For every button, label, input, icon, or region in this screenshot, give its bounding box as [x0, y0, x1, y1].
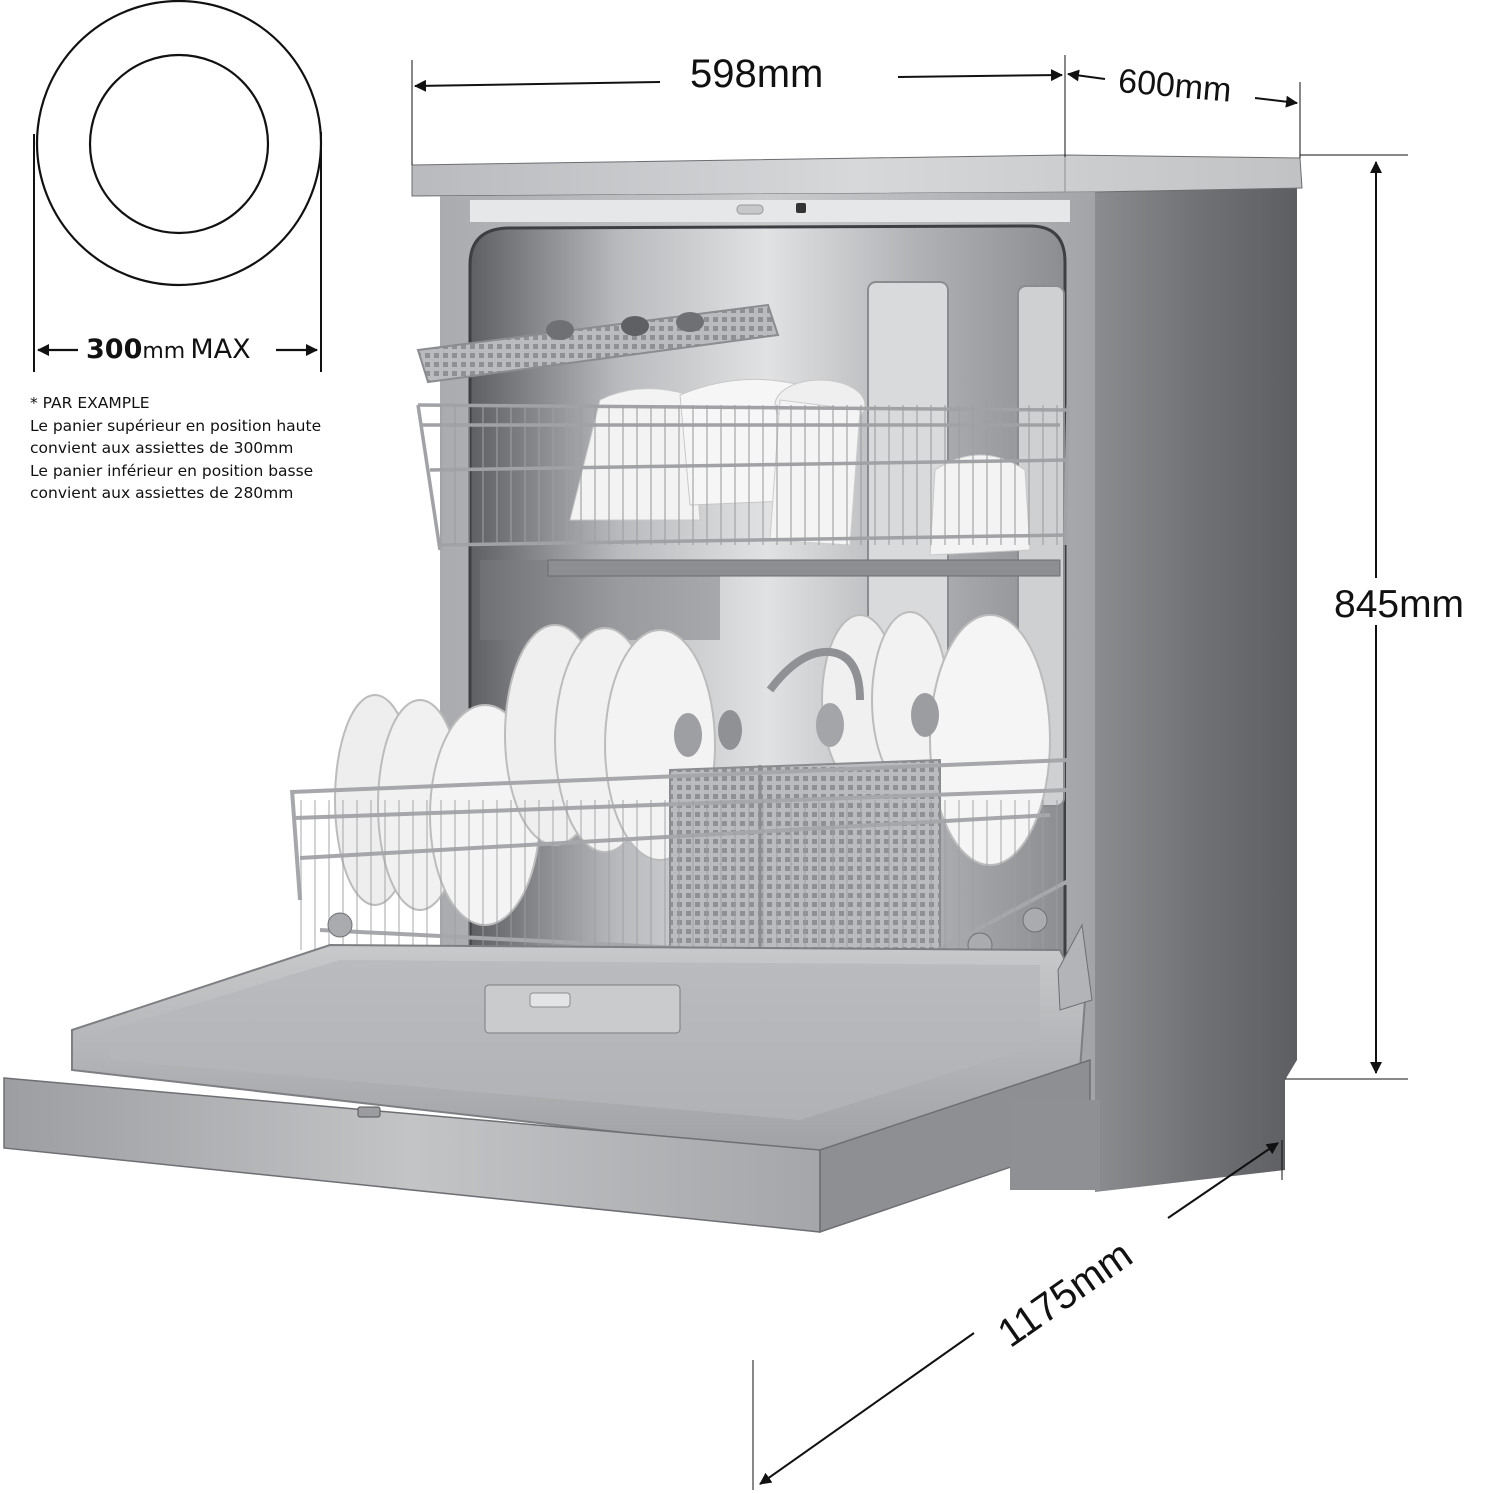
plate-size-suffix: MAX	[190, 334, 251, 365]
plate-outline	[33, 0, 323, 372]
door-latch-icon	[736, 204, 764, 215]
plate-size-unit: mm	[142, 339, 186, 364]
note-heading: * PAR EXAMPLE	[30, 394, 150, 412]
upper-rack-rail	[547, 559, 1061, 577]
detergent-dispenser	[484, 984, 681, 1034]
door-catch-icon	[357, 1106, 381, 1118]
plate-size-value: 300	[86, 334, 143, 365]
dimension-lines	[411, 55, 1408, 1490]
dishwasher-illustration	[3, 154, 1303, 1234]
indicator-light-icon	[796, 203, 806, 213]
note-line: convient aux assiettes de 280mm	[30, 484, 294, 502]
note-line: Le panier inférieur en position basse	[30, 461, 314, 480]
note-line: Le panier supérieur en position haute	[30, 416, 322, 435]
height-dimension-label: 845mm	[1334, 583, 1465, 626]
example-note: * PAR EXAMPLE Le panier supérieur en pos…	[30, 392, 321, 505]
width-dimension-label: 598mm	[690, 52, 824, 96]
plate-size-label: 300mm MAX	[82, 334, 255, 365]
note-line: convient aux assiettes de 300mm	[30, 439, 294, 457]
